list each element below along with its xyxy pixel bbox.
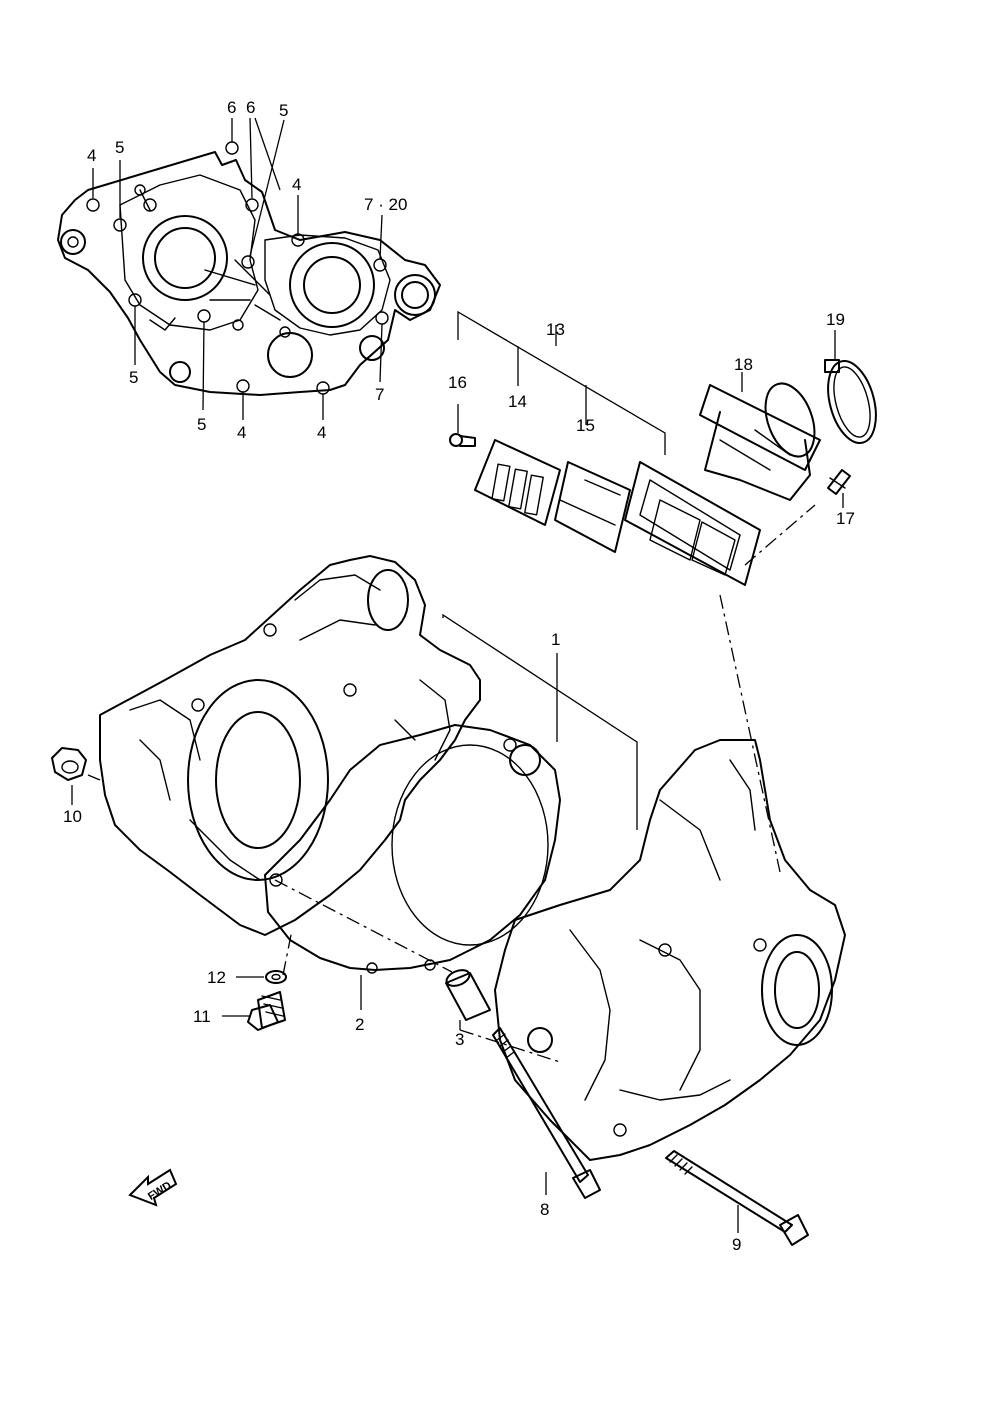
reed-cage (624, 461, 761, 586)
callout-5: 5 (197, 415, 206, 434)
callout-10: 10 (63, 807, 82, 826)
drain-plug-11 (222, 929, 293, 1031)
callout-labels: 4 5 6 6 5 4 7 · 20 5 7 5 4 4 13 16 14 15… (63, 98, 855, 1254)
callout-12: 12 (207, 968, 226, 987)
callout-7: 7 (375, 385, 384, 404)
callout-8: 8 (540, 1200, 549, 1219)
washer-12 (236, 970, 287, 984)
crankcase-left-half (99, 555, 481, 936)
callout-9: 9 (732, 1235, 741, 1254)
reed-valve-assembly (449, 310, 877, 586)
crankcase-right-half (494, 739, 846, 1161)
callout-6: 6 (227, 98, 236, 117)
nut-10 (51, 747, 101, 805)
alignment-line-reed (719, 594, 781, 873)
bolt-17 (827, 469, 851, 508)
forward-arrow-icon: FWD (128, 1168, 178, 1207)
callout-14: 14 (508, 392, 527, 411)
reed-petal-14 (474, 439, 561, 526)
callout-4: 4 (237, 423, 246, 442)
dowel-pin-3 (274, 879, 491, 1030)
callout-16: 16 (448, 373, 467, 392)
callout-7-20: 7 · 20 (364, 195, 407, 214)
callout-5: 5 (129, 368, 138, 387)
screw-16 (449, 404, 476, 447)
callout-5: 5 (279, 101, 288, 120)
crankcase-side-view (57, 117, 441, 420)
callout-2: 2 (355, 1015, 364, 1034)
callout-13: 13 (546, 320, 565, 339)
callout-bracket-1 (442, 613, 638, 830)
callout-5: 5 (115, 138, 124, 157)
callout-19: 19 (826, 310, 845, 329)
bolt-8 (459, 1027, 601, 1199)
hose-clamp-19 (824, 330, 877, 444)
callout-11: 11 (193, 1007, 211, 1026)
intake-pipe-18 (699, 372, 821, 501)
reed-stopper-15 (554, 461, 631, 553)
callout-18: 18 (734, 355, 753, 374)
callout-1: 1 (551, 630, 560, 649)
bolt-9 (665, 1150, 809, 1246)
callout-4: 4 (292, 175, 301, 194)
callout-15: 15 (576, 416, 595, 435)
callout-4: 4 (87, 146, 96, 165)
callout-3: 3 (455, 1030, 464, 1049)
callout-6: 6 (246, 98, 255, 117)
callout-4: 4 (317, 423, 326, 442)
callout-17: 17 (836, 509, 855, 528)
crankcase-gasket-2 (264, 724, 561, 1010)
